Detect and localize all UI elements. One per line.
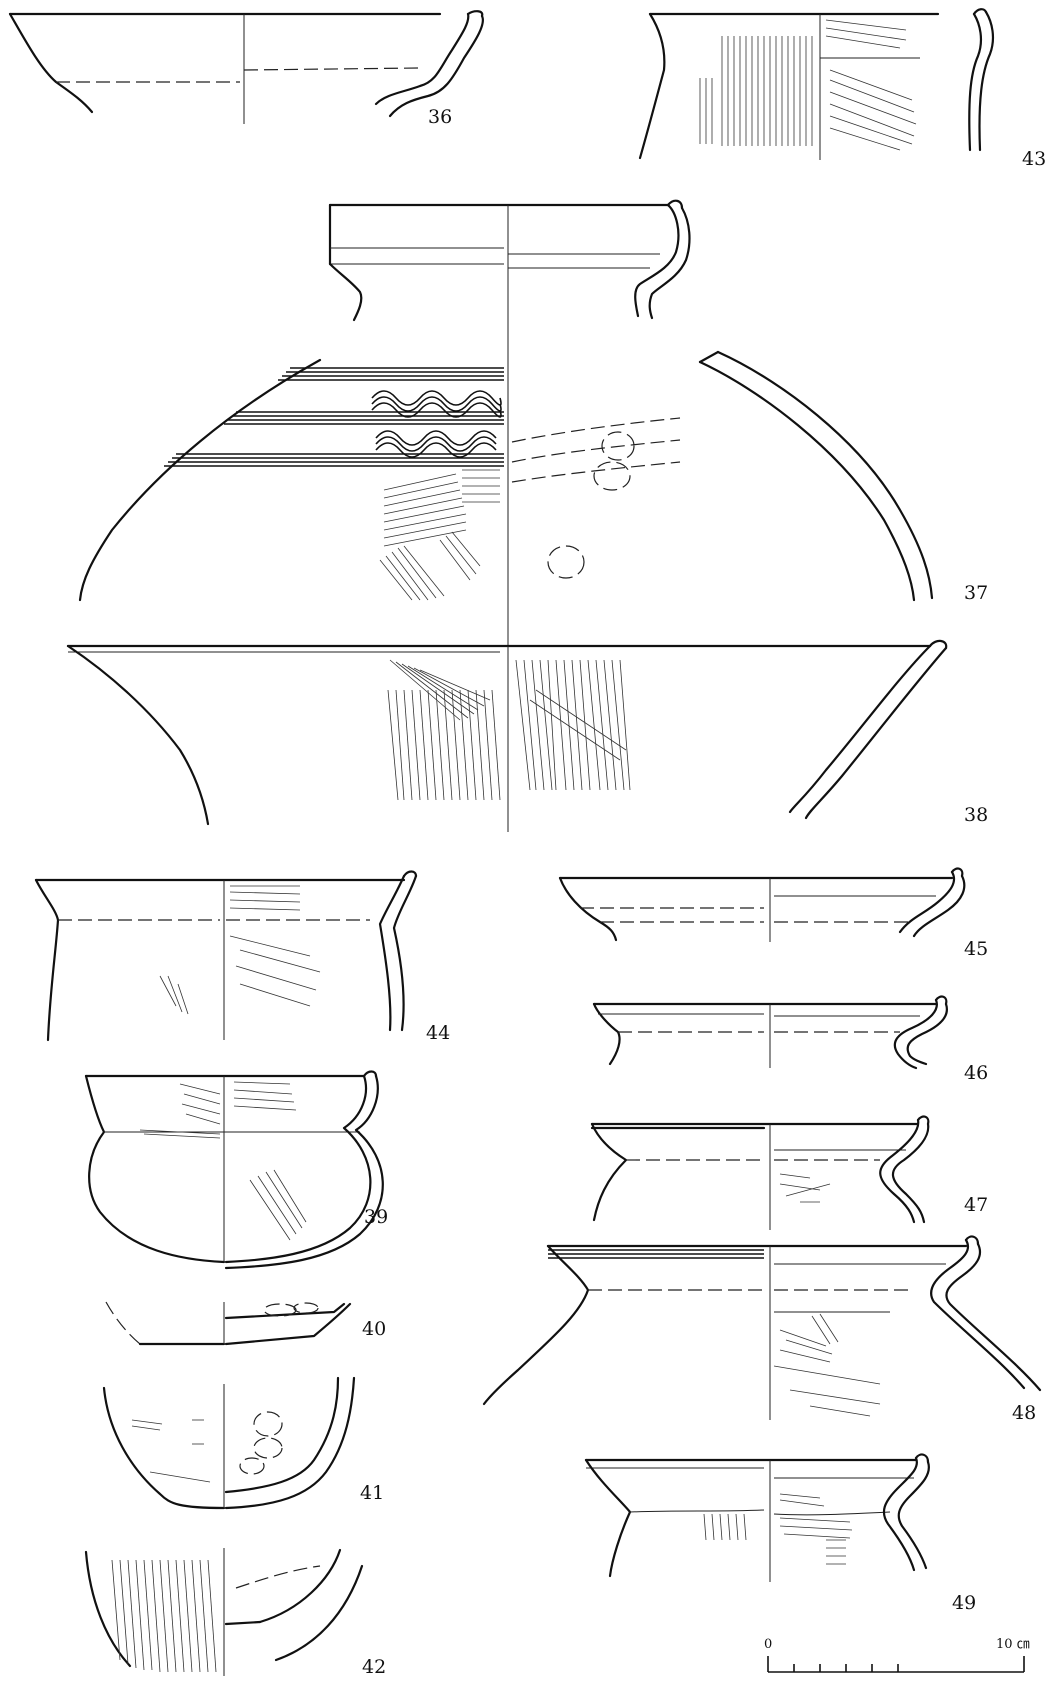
label-vessel-43: 43: [1022, 148, 1047, 170]
label-vessel-36: 36: [428, 106, 453, 128]
label-vessel-39: 39: [364, 1206, 389, 1228]
label-vessel-49: 49: [952, 1592, 977, 1614]
label-vessel-37: 37: [964, 582, 989, 604]
label-vessel-38: 38: [964, 804, 989, 826]
label-vessel-40: 40: [362, 1318, 387, 1340]
vessel-49: [584, 1453, 930, 1582]
vessel-47: [590, 1115, 930, 1230]
label-vessel-45: 45: [964, 938, 989, 960]
scale-start-label: 0: [764, 1637, 773, 1652]
vessel-42: [84, 1548, 364, 1676]
vessel-44: [34, 870, 418, 1042]
scale-end-label: 10 ㎝: [996, 1637, 1030, 1652]
vessel-45: [558, 867, 966, 942]
vessel-48: [482, 1235, 1042, 1420]
label-vessel-46: 46: [964, 1062, 989, 1084]
vessel-40: [105, 1301, 352, 1346]
label-vessel-48: 48: [1012, 1402, 1037, 1424]
label-vessel-44: 44: [426, 1022, 451, 1044]
vessel-36: [8, 10, 484, 124]
vessel-41: [102, 1376, 356, 1510]
vessel-38: [66, 639, 948, 832]
vessel-43: [638, 8, 995, 160]
label-vessel-42: 42: [362, 1656, 387, 1678]
vessel-39: [84, 1070, 384, 1270]
scale-bar: [767, 1656, 1025, 1673]
label-vessel-47: 47: [964, 1194, 989, 1216]
vessel-37: [78, 199, 934, 830]
vessel-46: [592, 995, 948, 1070]
label-vessel-41: 41: [360, 1482, 385, 1504]
